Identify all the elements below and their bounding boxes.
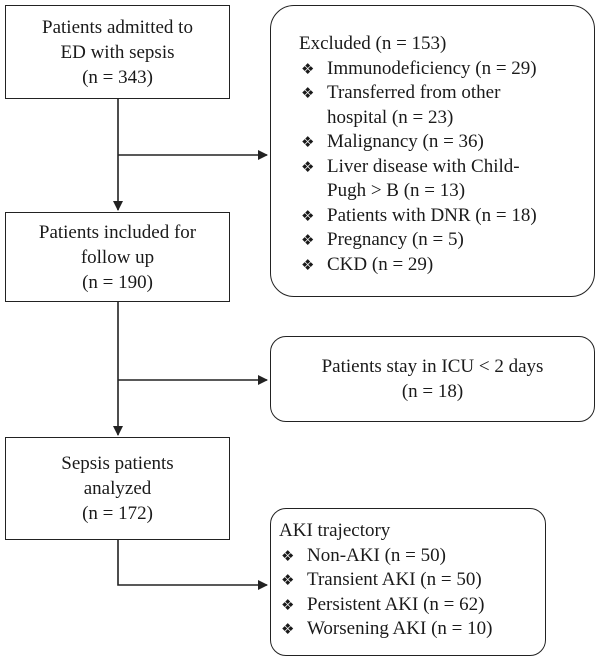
excluded-item-text: Malignancy (n = 36) bbox=[327, 131, 484, 152]
admitted-count: (n = 343) bbox=[82, 66, 153, 88]
excluded-item-ckd: ❖ CKD (n = 29) bbox=[299, 253, 586, 278]
aki-item-text: Non-AKI (n = 50) bbox=[307, 544, 446, 566]
analyzed-box: Sepsis patients analyzed (n = 172) bbox=[5, 437, 230, 540]
diamond-bullet-icon: ❖ bbox=[301, 133, 315, 151]
aki-item-worsening: ❖ Worsening AKI (n = 10) bbox=[279, 617, 537, 642]
excluded-title: Excluded (n = 153) bbox=[299, 33, 447, 54]
aki-item-non-aki: ❖ Non-AKI (n = 50) bbox=[279, 544, 537, 569]
excluded-item-text: Liver disease with Child- bbox=[327, 155, 520, 177]
diamond-bullet-icon: ❖ bbox=[301, 206, 315, 225]
arrow-analyzed-to-aki bbox=[117, 540, 268, 590]
excluded-item-text: Patients with DNR (n = 18) bbox=[327, 204, 537, 226]
included-line-2: follow up bbox=[80, 246, 155, 268]
aki-item-text: Worsening AKI (n = 10) bbox=[307, 618, 493, 639]
admitted-line-2: ED with sepsis bbox=[60, 41, 175, 63]
excluded-item-text: Pregnancy (n = 5) bbox=[327, 229, 464, 250]
diamond-bullet-icon: ❖ bbox=[301, 231, 315, 249]
admitted-line-1: Patients admitted to bbox=[42, 16, 193, 38]
included-line-1: Patients included for bbox=[38, 221, 197, 243]
diamond-bullet-icon: ❖ bbox=[301, 157, 315, 176]
excluded-item-transferred: ❖ Transferred from other hospital (n = 2… bbox=[299, 81, 586, 130]
icu-box: Patients stay in ICU < 2 days (n = 18) bbox=[270, 336, 595, 422]
included-count: (n = 190) bbox=[82, 271, 153, 293]
analyzed-line-1: Sepsis patients bbox=[61, 453, 174, 474]
excluded-item-pregnancy: ❖ Pregnancy (n = 5) bbox=[299, 228, 586, 253]
excluded-item-text: Immunodeficiency (n = 29) bbox=[327, 57, 537, 79]
excluded-item-malignancy: ❖ Malignancy (n = 36) bbox=[299, 130, 586, 155]
diamond-bullet-icon: ❖ bbox=[301, 255, 315, 274]
excluded-item-text: Transferred from other bbox=[327, 82, 501, 103]
diamond-bullet-icon: ❖ bbox=[281, 620, 295, 638]
aki-item-transient: ❖ Transient AKI (n = 50) bbox=[279, 568, 537, 593]
excluded-item-dnr: ❖ Patients with DNR (n = 18) bbox=[299, 204, 586, 229]
admitted-box: Patients admitted to ED with sepsis (n =… bbox=[5, 5, 230, 99]
aki-box: AKI trajectory ❖ Non-AKI (n = 50) ❖ Tran… bbox=[270, 508, 546, 656]
aki-item-text: Persistent AKI (n = 62) bbox=[307, 593, 485, 615]
aki-item-text: Transient AKI (n = 50) bbox=[307, 569, 482, 590]
excluded-item-text: hospital (n = 23) bbox=[327, 106, 454, 128]
diamond-bullet-icon: ❖ bbox=[301, 59, 315, 78]
diamond-bullet-icon: ❖ bbox=[281, 546, 295, 565]
icu-line-1: Patients stay in ICU < 2 days bbox=[321, 356, 544, 377]
icu-count: (n = 18) bbox=[401, 381, 464, 402]
aki-title: AKI trajectory bbox=[279, 520, 391, 541]
diamond-bullet-icon: ❖ bbox=[281, 571, 295, 589]
excluded-box: Excluded (n = 153) ❖ Immunodeficiency (n… bbox=[270, 5, 595, 297]
analyzed-line-2: analyzed bbox=[83, 478, 152, 499]
included-box: Patients included for follow up (n = 190… bbox=[5, 212, 230, 302]
excluded-item-text: Pugh > B (n = 13) bbox=[327, 180, 466, 201]
excluded-item-immunodeficiency: ❖ Immunodeficiency (n = 29) bbox=[299, 57, 586, 82]
diamond-bullet-icon: ❖ bbox=[301, 84, 315, 102]
excluded-item-text: CKD (n = 29) bbox=[327, 253, 434, 275]
aki-item-persistent: ❖ Persistent AKI (n = 62) bbox=[279, 593, 537, 618]
diamond-bullet-icon: ❖ bbox=[281, 595, 295, 614]
excluded-item-liver-disease: ❖ Liver disease with Child- Pugh > B (n … bbox=[299, 155, 586, 204]
analyzed-count: (n = 172) bbox=[82, 503, 153, 524]
